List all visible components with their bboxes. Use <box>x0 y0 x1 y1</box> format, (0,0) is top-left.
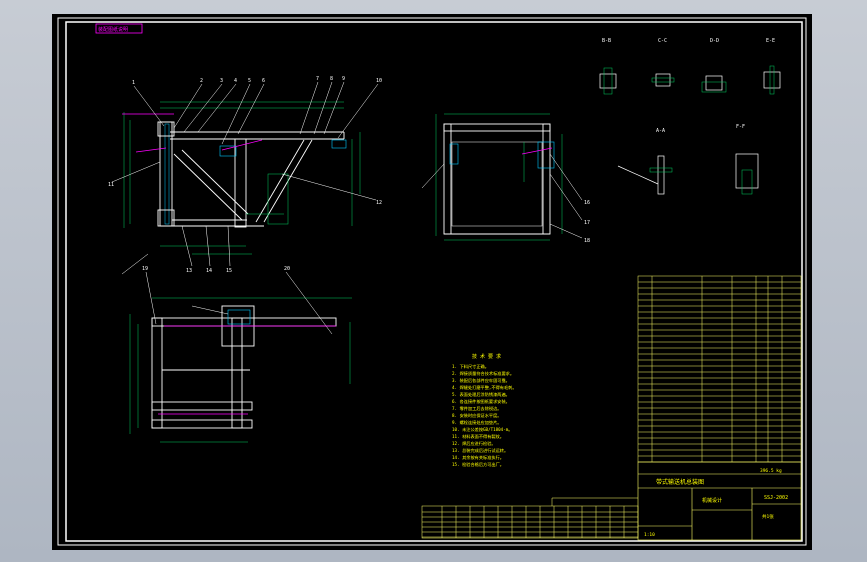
technical-notes: 技 术 要 求 1. 下料尺寸正确。 2. 焊接质量符合技术标准要求。 3. 装… <box>452 353 517 468</box>
svg-text:14. 其余按有关标准执行。: 14. 其余按有关标准执行。 <box>452 454 504 461</box>
svg-text:12: 12 <box>376 200 382 206</box>
org-name: 机械设计 <box>702 497 722 504</box>
side-view-balloons: 16 17 18 <box>584 200 590 244</box>
front-view[interactable] <box>157 121 347 228</box>
top-view-leaders <box>145 271 333 335</box>
top-view-balloons: 19 20 <box>142 266 290 272</box>
svg-text:19: 19 <box>142 266 148 272</box>
svg-text:9: 9 <box>342 76 345 82</box>
notes-heading: 技 术 要 求 <box>472 353 501 360</box>
front-view-accent <box>122 113 263 153</box>
svg-text:9. 螺栓连接处应加垫片。: 9. 螺栓连接处应加垫片。 <box>452 419 501 426</box>
detail-sections[interactable] <box>599 65 781 195</box>
side-view[interactable] <box>443 123 555 235</box>
svg-text:15: 15 <box>226 268 232 274</box>
svg-text:20: 20 <box>284 266 290 272</box>
title-tag: 装配图纸说明 <box>98 26 128 33</box>
drawing-sheet[interactable]: 装配图纸说明 <box>52 14 812 550</box>
svg-text:18: 18 <box>584 238 590 244</box>
svg-text:5. 表面处理后涂防锈漆两遍。: 5. 表面处理后涂防锈漆两遍。 <box>452 391 510 398</box>
svg-text:14: 14 <box>206 268 212 274</box>
svg-text:F-F: F-F <box>736 124 745 130</box>
svg-text:6: 6 <box>262 78 265 84</box>
svg-text:4. 焊缝处打磨平整,不得有毛刺。: 4. 焊缝处打磨平整,不得有毛刺。 <box>452 384 517 391</box>
svg-text:7. 零件加工后去除锐边。: 7. 零件加工后去除锐边。 <box>452 405 501 412</box>
revision-table[interactable] <box>421 497 639 539</box>
front-view-leaders <box>111 81 379 275</box>
drawing-code: SSJ-2002 <box>764 495 788 501</box>
svg-text:D-D: D-D <box>710 38 719 44</box>
side-view-dimensions <box>435 113 563 241</box>
svg-text:16: 16 <box>584 200 590 206</box>
side-view-leaders <box>421 153 583 239</box>
svg-text:A-A: A-A <box>656 128 665 134</box>
svg-text:10: 10 <box>376 78 382 84</box>
svg-text:3: 3 <box>220 78 223 84</box>
front-view-balloons: 1 2 3 4 5 6 7 8 9 10 11 12 13 14 15 <box>108 76 382 274</box>
top-view[interactable] <box>151 305 337 429</box>
svg-text:4: 4 <box>234 78 237 84</box>
svg-text:6. 各连接件按图纸要求安装。: 6. 各连接件按图纸要求安装。 <box>452 398 510 405</box>
sheet-count: 共1张 <box>762 513 774 520</box>
svg-text:11: 11 <box>108 182 114 188</box>
side-view-accent <box>521 147 553 155</box>
svg-text:12. 焊后应进行检验。: 12. 焊后应进行检验。 <box>452 440 496 447</box>
product-name: 带式输送机总装图 <box>656 478 704 486</box>
svg-text:E-E: E-E <box>766 38 775 44</box>
top-view-dimensions <box>129 297 352 443</box>
svg-text:10. 未注公差按GB/T1804-m。: 10. 未注公差按GB/T1804-m。 <box>452 426 512 433</box>
inner-frame <box>65 21 803 542</box>
title-tag-box <box>95 23 143 34</box>
scale: 1:10 <box>644 532 655 538</box>
svg-text:13: 13 <box>186 268 192 274</box>
svg-text:2. 焊接质量符合技术标准要求。: 2. 焊接质量符合技术标准要求。 <box>452 370 514 377</box>
svg-text:C-C: C-C <box>658 38 667 44</box>
svg-text:11. 材料表面不得有裂纹。: 11. 材料表面不得有裂纹。 <box>452 433 504 440</box>
svg-text:15. 检验合格后方可出厂。: 15. 检验合格后方可出厂。 <box>452 461 504 468</box>
top-view-accent <box>158 325 336 415</box>
svg-text:1: 1 <box>132 80 135 86</box>
title-block[interactable] <box>637 461 802 541</box>
svg-text:1. 下料尺寸正确。: 1. 下料尺寸正确。 <box>452 363 489 370</box>
svg-text:17: 17 <box>584 220 590 226</box>
svg-text:8. 安装时应保证水平度。: 8. 安装时应保证水平度。 <box>452 412 501 419</box>
title-block-text: 带式输送机总装图 SSJ-2002 396.5 kg 机械设计 1:10 共1张 <box>644 468 788 538</box>
outer-frame <box>57 17 807 546</box>
drawing-canvas[interactable]: 装配图纸说明 <box>52 14 812 550</box>
weight: 396.5 kg <box>760 468 782 474</box>
svg-text:3. 装配后各部件应牢固可靠。: 3. 装配后各部件应牢固可靠。 <box>452 377 510 384</box>
svg-text:8: 8 <box>330 76 333 82</box>
svg-text:5: 5 <box>248 78 251 84</box>
front-view-dimensions <box>123 101 361 255</box>
svg-text:B-B: B-B <box>602 38 611 44</box>
svg-text:2: 2 <box>200 78 203 84</box>
svg-text:13. 总装完成后进行试运转。: 13. 总装完成后进行试运转。 <box>452 447 508 454</box>
section-labels: B-B C-C D-D E-E A-A F-F <box>602 38 775 134</box>
svg-text:7: 7 <box>316 76 319 82</box>
parts-list-table[interactable] <box>637 275 802 463</box>
